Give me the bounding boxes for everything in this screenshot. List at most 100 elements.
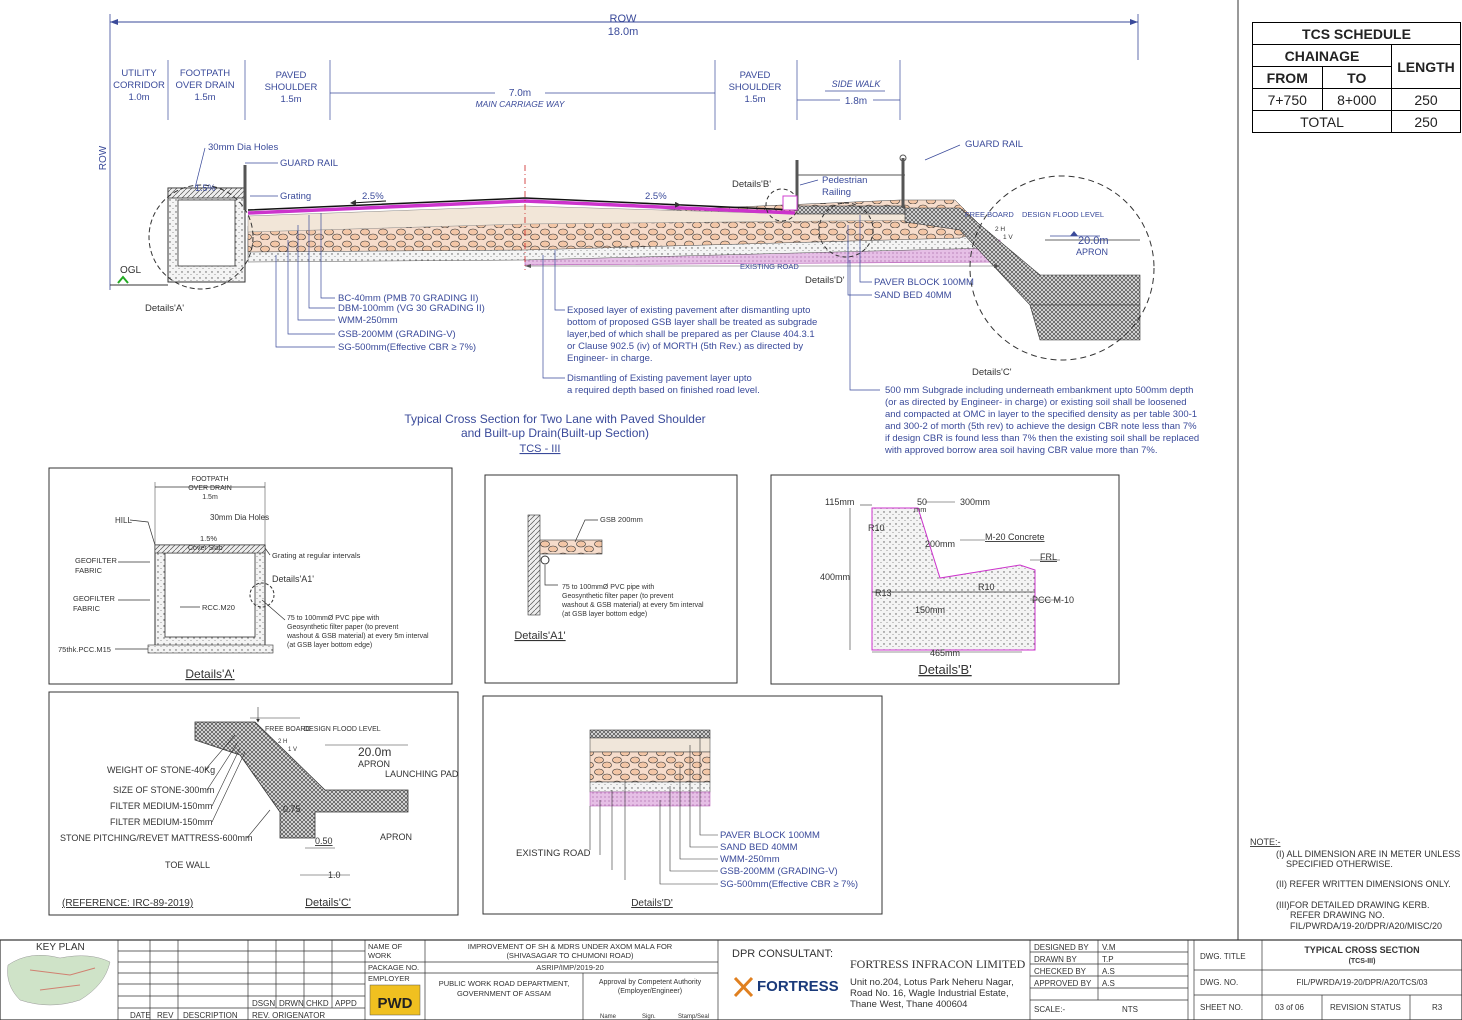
- svg-text:REFER DRAWING NO.: REFER DRAWING NO.: [1290, 910, 1385, 920]
- detail-b-title: Details'B': [918, 662, 971, 677]
- svg-text:ASRIP/IMP/2019-20: ASRIP/IMP/2019-20: [536, 963, 604, 972]
- svg-text:1.5%: 1.5%: [195, 183, 216, 193]
- svg-text:a required depth based on fini: a required depth based on finished road …: [567, 385, 760, 396]
- svg-text:DWG. NO.: DWG. NO.: [1200, 978, 1238, 987]
- svg-text:(TCS-III): (TCS-III): [1349, 958, 1376, 965]
- length-header: LENGTH: [1391, 44, 1461, 89]
- svg-text:PACKAGE NO.: PACKAGE NO.: [368, 963, 419, 972]
- svg-text:150mm: 150mm: [915, 605, 945, 615]
- svg-text:0.50: 0.50: [315, 836, 333, 846]
- svg-text:WORK: WORK: [368, 951, 391, 960]
- svg-text:500 mm Subgrade including unde: 500 mm Subgrade including underneath emb…: [885, 385, 1193, 396]
- svg-text:TCS - III: TCS - III: [520, 443, 561, 455]
- key-plan-map: [7, 954, 111, 1006]
- svg-text:Dismantling of Existing paveme: Dismantling of Existing pavement layer u…: [567, 373, 752, 384]
- svg-text:1.0: 1.0: [328, 870, 341, 880]
- svg-text:DWG. TITLE: DWG. TITLE: [1200, 952, 1246, 961]
- chainage-header: CHAINAGE: [1252, 44, 1392, 67]
- total-value: 250: [1391, 110, 1461, 133]
- from-header: FROM: [1252, 66, 1323, 89]
- detail-a1-title: Details'A1': [514, 630, 565, 642]
- svg-text:30mm Dia Holes: 30mm Dia Holes: [210, 513, 269, 522]
- svg-text:FOOTPATH: FOOTPATH: [191, 476, 228, 483]
- svg-text:300mm: 300mm: [960, 497, 990, 507]
- svg-text:PAVER BLOCK 100MM: PAVER BLOCK 100MM: [720, 830, 820, 841]
- svg-text:GUARD RAIL: GUARD RAIL: [965, 139, 1023, 150]
- svg-text:FILTER MEDIUM-150mm: FILTER MEDIUM-150mm: [110, 817, 212, 827]
- svg-text:OVER DRAIN: OVER DRAIN: [175, 80, 234, 91]
- svg-text:Exposed layer of existing pave: Exposed layer of existing pavement after…: [567, 305, 810, 316]
- svg-text:FABRIC: FABRIC: [75, 566, 103, 575]
- svg-text:03 of 06: 03 of 06: [1275, 1003, 1304, 1012]
- svg-text:DRAWN BY: DRAWN BY: [1034, 955, 1077, 964]
- svg-text:IMPROVEMENT OF SH & MDRS UNDER: IMPROVEMENT OF SH & MDRS UNDER AXOM MALA…: [468, 942, 673, 951]
- svg-text:PAVER BLOCK 100MM: PAVER BLOCK 100MM: [874, 277, 974, 288]
- svg-text:FIL/PWRDA/19-20/DPR/A20/TCS/03: FIL/PWRDA/19-20/DPR/A20/TCS/03: [1296, 978, 1428, 987]
- tcs-schedule-table: TCS SCHEDULE CHAINAGE LENGTH FROM TO 7+7…: [1252, 22, 1461, 133]
- svg-text:FILTER MEDIUM-150mm: FILTER MEDIUM-150mm: [110, 801, 212, 811]
- svg-text:(SHIVASAGAR TO CHUMONI ROAD): (SHIVASAGAR TO CHUMONI ROAD): [506, 951, 634, 960]
- svg-text:(at GSB layer bottom edge): (at GSB layer bottom edge): [287, 642, 372, 649]
- svg-text:and compacted at OMC in layer: and compacted at OMC in layer to the spe…: [885, 409, 1197, 420]
- section-labels: 30mm Dia Holes GUARD RAIL Grating 1.5% 2…: [120, 139, 1199, 456]
- svg-text:DESIGN FLOOD LEVEL: DESIGN FLOOD LEVEL: [304, 726, 381, 733]
- detail-c: FREE BOARD DESIGN FLOOD LEVEL 2 H 1 V 20…: [48, 691, 459, 916]
- svg-text:Unit no.204, Lotus Park Neheru: Unit no.204, Lotus Park Neheru Nagar,: [850, 977, 1014, 988]
- svg-text:WMM-250mm: WMM-250mm: [720, 854, 780, 865]
- svg-text:APPD: APPD: [335, 999, 357, 1008]
- svg-text:REV: REV: [157, 1011, 174, 1020]
- title-block-text: KEY PLAN DATE REV DESCRIPTION REV. ORIGE…: [36, 942, 1443, 1020]
- svg-text:GEOFILTER: GEOFILTER: [73, 594, 116, 603]
- svg-text:Details'B': Details'B': [732, 179, 771, 190]
- svg-text:APRON: APRON: [358, 759, 390, 769]
- detail-d-title: Details'D': [631, 898, 673, 909]
- svg-text:1 V: 1 V: [1003, 234, 1013, 241]
- svg-text:SG-500mm(Effective CBR ≥ 7%): SG-500mm(Effective CBR ≥ 7%): [338, 342, 476, 353]
- svg-text:PUBLIC WORK ROAD DEPARTMENT,: PUBLIC WORK ROAD DEPARTMENT,: [439, 979, 570, 988]
- svg-text:SIZE OF STONE-300mm: SIZE OF STONE-300mm: [113, 785, 214, 795]
- svg-text:PAVED: PAVED: [276, 70, 307, 81]
- segment-labels: UTILITY CORRIDOR 1.0m FOOTPATH OVER DRAI…: [113, 68, 881, 109]
- road-section: [110, 154, 1155, 361]
- svg-text:SHOULDER: SHOULDER: [265, 82, 318, 93]
- svg-text:washout & GSB material) at eve: washout & GSB material) at every 5m inte…: [561, 602, 704, 609]
- svg-text:400mm: 400mm: [820, 572, 850, 582]
- svg-text:washout & GSB material) at eve: washout & GSB material) at every 5m inte…: [286, 633, 429, 640]
- svg-text:1 V: 1 V: [288, 747, 297, 753]
- notes: NOTE:- (I) ALL DIMENSION ARE IN METER UN…: [1250, 837, 1460, 931]
- svg-text:Road No. 16, Wagle Industrial: Road No. 16, Wagle Industrial Estate,: [850, 988, 1009, 999]
- svg-text:115mm: 115mm: [825, 497, 854, 507]
- table-cell: 250: [1391, 88, 1461, 111]
- svg-text:(III)FOR DETAILED DRAWING KERB: (III)FOR DETAILED DRAWING KERB.: [1276, 900, 1430, 910]
- svg-text:75thk.PCC.M15: 75thk.PCC.M15: [58, 645, 111, 654]
- table-cell: 7+750: [1252, 88, 1323, 111]
- svg-text:SIDE WALK: SIDE WALK: [832, 79, 882, 89]
- svg-text:1.8m: 1.8m: [845, 96, 867, 107]
- svg-text:A.S: A.S: [1102, 967, 1115, 976]
- svg-text:20.0m: 20.0m: [358, 745, 391, 759]
- section-title: Typical Cross Section for Two Lane with …: [404, 412, 705, 426]
- svg-text:R10: R10: [868, 523, 885, 533]
- svg-text:APRON: APRON: [1076, 247, 1108, 257]
- svg-text:465mm: 465mm: [930, 648, 960, 658]
- svg-text:2.5%: 2.5%: [362, 191, 384, 202]
- svg-text:(I) ALL DIMENSION ARE IN METER: (I) ALL DIMENSION ARE IN METER UNLESS: [1276, 849, 1460, 859]
- svg-text:bottom of proposed GSB layer s: bottom of proposed GSB layer shall be tr…: [567, 317, 817, 328]
- svg-text:200mm: 200mm: [925, 539, 955, 549]
- segment-dimensions: [167, 60, 901, 130]
- table-cell: 8+000: [1321, 88, 1392, 111]
- svg-text:GUARD RAIL: GUARD RAIL: [280, 158, 338, 169]
- svg-text:Engineer- in charge.: Engineer- in charge.: [567, 353, 653, 364]
- row-width: 18.0m: [608, 26, 639, 38]
- svg-text:1.5m: 1.5m: [194, 92, 215, 103]
- svg-text:SHEET NO.: SHEET NO.: [1200, 1003, 1243, 1012]
- svg-text:NTS: NTS: [1122, 1005, 1138, 1014]
- svg-text:TYPICAL CROSS SECTION: TYPICAL CROSS SECTION: [1304, 945, 1419, 955]
- svg-text:TOE WALL: TOE WALL: [165, 860, 210, 870]
- svg-text:NAME OF: NAME OF: [368, 942, 403, 951]
- svg-text:FIL/PWRDA/19-20/DPR/A20/MISC/2: FIL/PWRDA/19-20/DPR/A20/MISC/20: [1290, 921, 1442, 931]
- total-label: TOTAL: [1252, 110, 1392, 133]
- svg-text:DESIGNED BY: DESIGNED BY: [1034, 943, 1089, 952]
- svg-text:PAVED: PAVED: [740, 70, 771, 81]
- svg-text:GEOFILTER: GEOFILTER: [75, 556, 118, 565]
